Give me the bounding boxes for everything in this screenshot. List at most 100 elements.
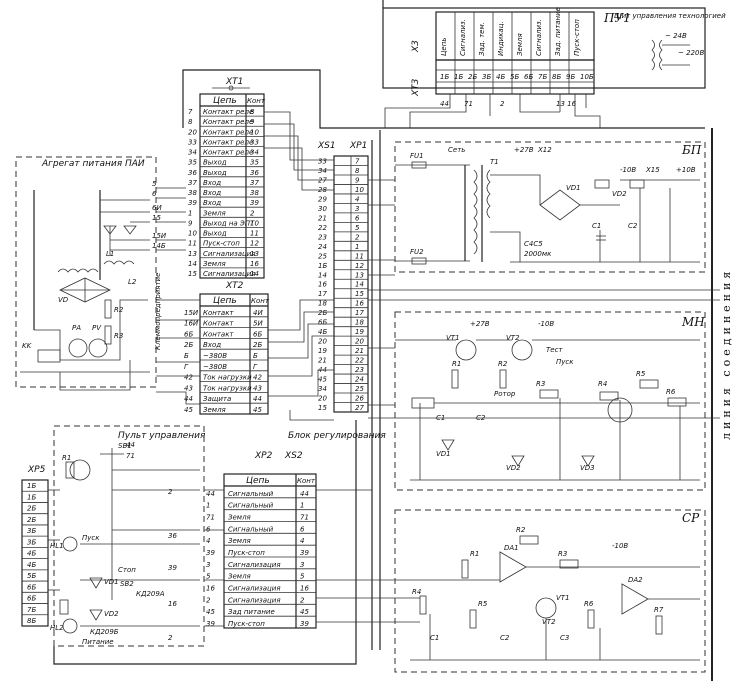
connection-line-caption: линия соединения [720, 268, 733, 440]
xs1-pin-13: 14 [355, 281, 364, 289]
aggregate-labels-1: 6 [152, 190, 157, 198]
xp2-row-pin-3: 6 [300, 525, 305, 533]
xp2-row-pin-7: 5 [300, 573, 305, 581]
xs1-pin-26: 27 [355, 404, 364, 412]
aggregate-labels-8: L2 [128, 278, 137, 286]
xp5-pin-12: 8Б [27, 617, 36, 625]
bp-labels-12: C2 [628, 222, 638, 230]
xt1-row-pin-6: 36 [250, 169, 259, 177]
xt1-row-name-2: Контакт реле [203, 128, 253, 136]
mn-labels-17: Тест [546, 346, 563, 354]
sr-labels-2: DA2 [628, 576, 643, 584]
pu1-pin-7: 7Б [538, 73, 547, 81]
mn-title: МН [681, 315, 705, 329]
xp2-wire-1: 1 [206, 502, 210, 510]
sr-labels-9: R5 [478, 600, 488, 608]
xt1-row-pin-12: 11 [250, 230, 259, 238]
xs2-label: XS2 [284, 451, 303, 461]
xt2-row-pin-1: 5И [253, 320, 263, 328]
aggregate-title: Агрегат питания ПАИ [41, 159, 145, 169]
svg-text:16: 16 [168, 600, 177, 608]
bp-labels-7: X15 [645, 166, 660, 174]
xs1-wire-2: 27 [318, 176, 327, 184]
pu1-pin-6: 6Б [524, 73, 533, 81]
xt1-wire-6: 36 [188, 169, 197, 177]
xt1-row-name-3: Контакт реле [203, 138, 253, 146]
bp-labels-0: Сеть [448, 146, 465, 154]
svg-text:2: 2 [168, 634, 173, 642]
panel-labels-4: Пуск [82, 534, 100, 542]
xt2-row-pin-7: 43 [253, 384, 262, 392]
xs1-pin-24: 25 [355, 385, 364, 393]
xt1-row-name-6: Выход [203, 169, 227, 177]
xt2-wire-0: 15И [184, 309, 199, 317]
bp-labels-9: VD1 [566, 184, 581, 192]
xt2-row-name-3: Вход [203, 341, 221, 349]
mn-labels-15: Ротор [494, 390, 516, 398]
xp2-header-contact: Конт [297, 477, 316, 485]
mn-labels-13: VD2 [506, 464, 521, 472]
xp2-wire-11: 39 [206, 620, 215, 628]
pu1-pin-0: 1Б [440, 73, 449, 81]
bp-labels-13: C4C5 [524, 240, 543, 248]
xp2-row-name-3: Сигнальный [228, 525, 274, 533]
xt1-row-pin-15: 16 [250, 260, 259, 268]
xp5-pin-3: 2Б [27, 516, 36, 524]
xt2-row-name-6: Ток нагрузки [203, 374, 252, 382]
xt1-wire-9: 39 [188, 199, 197, 207]
xp2-label: XP2 [254, 451, 273, 461]
xp5-pin-4: 3Б [27, 527, 36, 535]
xs1-wire-21: 21 [318, 357, 327, 365]
xp5-label: XP5 [27, 465, 46, 475]
xs1-pin-5: 3 [355, 205, 359, 213]
xs1-wire-25: 20 [318, 395, 327, 403]
xt2-label: XT2 [225, 281, 244, 291]
xp2-row-name-2: Земля [228, 514, 251, 522]
xt2-row-name-4: ~380В [203, 352, 227, 360]
xs1-pin-10: 11 [355, 252, 364, 260]
xt2-wire-5: Г [184, 363, 189, 371]
xp5-pin-7: 4Б [27, 561, 36, 569]
xp2-row-name-10: Зад питание [228, 608, 275, 616]
xs1-pin-16: 17 [355, 309, 364, 317]
xs1-pin-2: 9 [355, 176, 360, 184]
svg-text:~ 220В: ~ 220В [678, 49, 704, 57]
svg-text:71: 71 [126, 452, 135, 460]
xp2-wire-2: 71 [206, 514, 215, 522]
xp5-pin-1: 1Б [27, 493, 36, 501]
pu1-col-3: Индикац. [497, 21, 505, 56]
xt2-row-pin-4: Б [253, 352, 258, 360]
bp-labels-3: T1 [490, 158, 499, 166]
xs1-wire-23: 45 [318, 376, 327, 384]
mn-labels-4: R1 [452, 360, 461, 368]
mn-labels-1: -10В [538, 320, 554, 328]
pu1-pin-8: 8Б [552, 73, 561, 81]
xt2-row-pin-0: 4И [253, 309, 263, 317]
svg-text:71: 71 [464, 100, 473, 108]
xp2-wire-4: 4 [206, 537, 210, 545]
aggregate-labels-13: РА [72, 324, 81, 332]
mn-labels-14: VD3 [580, 464, 595, 472]
aggregate-labels-10: R3 [114, 332, 123, 340]
bp-labels-2: FU2 [410, 248, 424, 256]
xp2-row-name-0: Сигнальный [228, 490, 274, 498]
xt1-wire-11: 9 [188, 219, 193, 227]
reg-block-title: Блок регулирования [288, 431, 386, 441]
mn-labels-2: VT1 [446, 334, 460, 342]
xt2-row-name-8: Защита [203, 395, 231, 403]
xp5-pin-9: 6Б [27, 583, 36, 591]
xs1-wire-15: 18 [318, 300, 327, 308]
xs1-wire-13: 16 [318, 281, 327, 289]
xt1-row-name-13: Пуск-стоп [203, 240, 240, 248]
tahogen-label: Клеммопредприятие [154, 273, 162, 350]
xt1-wire-16: 15 [188, 270, 197, 278]
xs1-label: XS1 [317, 141, 336, 151]
xp2-row-pin-1: 1 [300, 502, 304, 510]
sr-labels-0: -10В [612, 542, 628, 550]
xs1-pin-17: 18 [355, 319, 364, 327]
xt1-wire-13: 11 [188, 240, 197, 248]
xt1-row-name-12: Выход [203, 230, 227, 238]
pu1-subtitle: Щит управления технологией [614, 12, 726, 20]
